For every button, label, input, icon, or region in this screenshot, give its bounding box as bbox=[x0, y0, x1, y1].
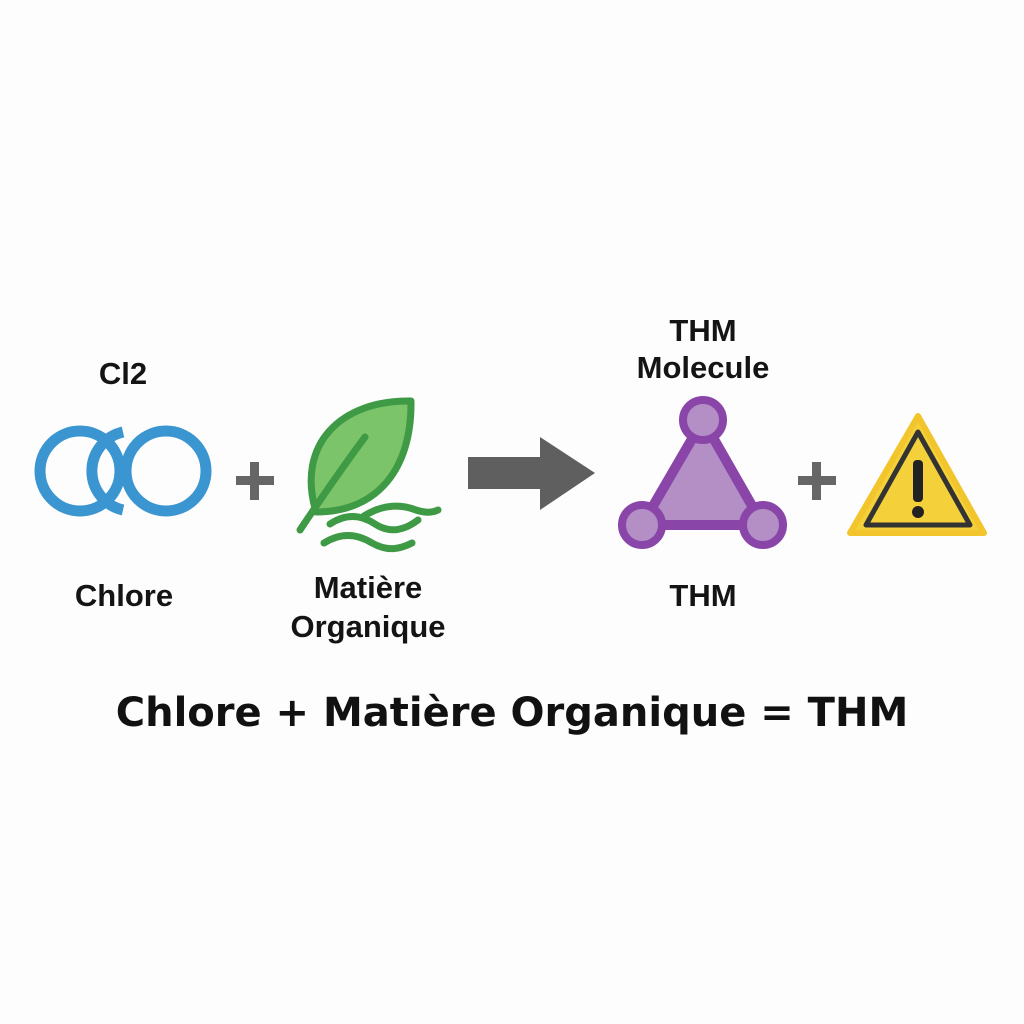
chlorine-formula-label: Cl2 bbox=[98, 356, 148, 391]
reaction-equation: Chlore + Matière Organique = THM bbox=[115, 690, 909, 736]
chlorine-rings-icon bbox=[34, 425, 212, 517]
warning-icon bbox=[847, 413, 987, 536]
thm-molecule-title-line1: THM bbox=[669, 313, 737, 348]
thm-label: THM bbox=[669, 578, 737, 613]
plus-icon bbox=[798, 462, 836, 500]
chlorine-label: Chlore bbox=[74, 578, 174, 613]
organic-matter-label-line2: Organique bbox=[290, 609, 446, 644]
triangle-molecule-icon bbox=[618, 396, 787, 549]
leaf-icon bbox=[296, 397, 442, 553]
thm-molecule-title-line2: Molecule bbox=[636, 350, 770, 385]
arrow-right-icon bbox=[468, 437, 595, 510]
organic-matter-label-line1: Matière bbox=[313, 570, 423, 605]
plus-icon bbox=[236, 462, 274, 500]
